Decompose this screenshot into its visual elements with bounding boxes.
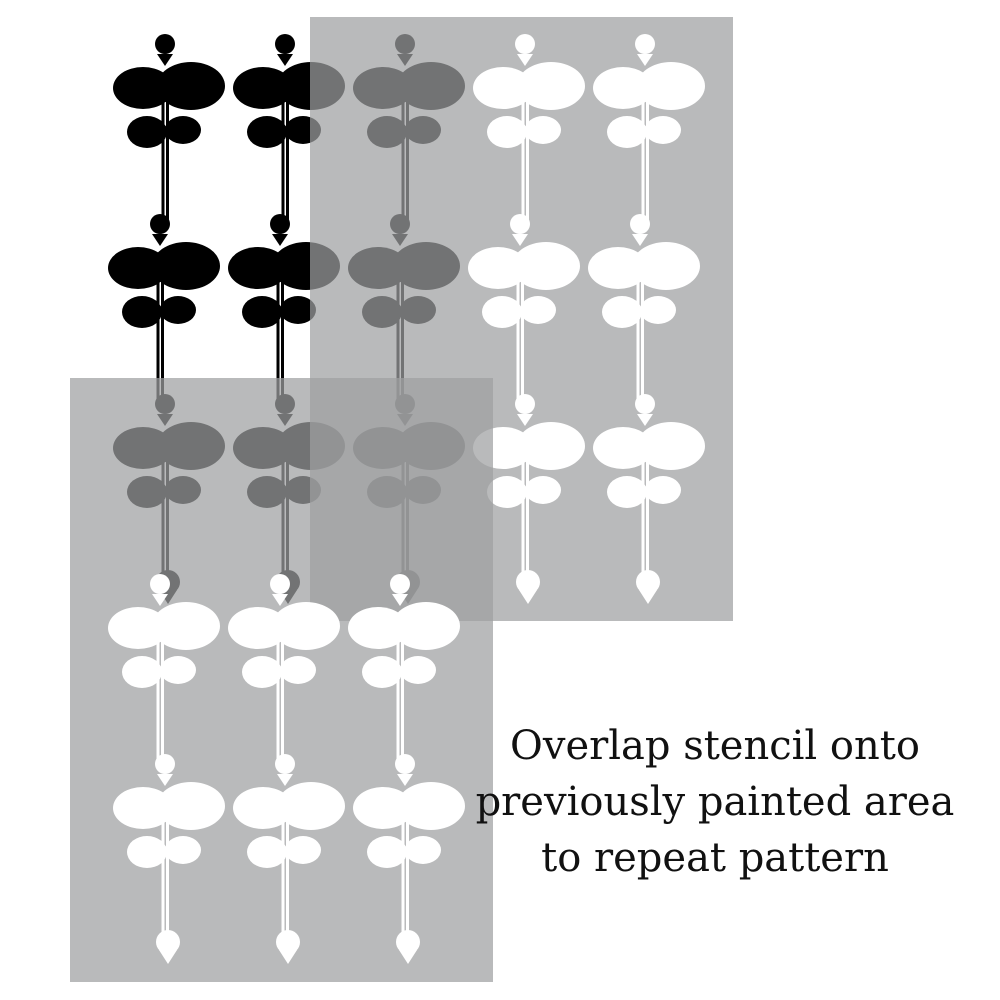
- painted-sprig: [108, 214, 220, 402]
- caption-line: previously painted area: [475, 779, 955, 825]
- stencil-sheet-lower: [70, 378, 493, 982]
- painted-sprig: [113, 34, 225, 222]
- caption-line: to repeat pattern: [541, 835, 889, 881]
- caption-line: Overlap stencil onto: [510, 723, 920, 769]
- instruction-caption: Overlap stencil onto previously painted …: [470, 718, 960, 886]
